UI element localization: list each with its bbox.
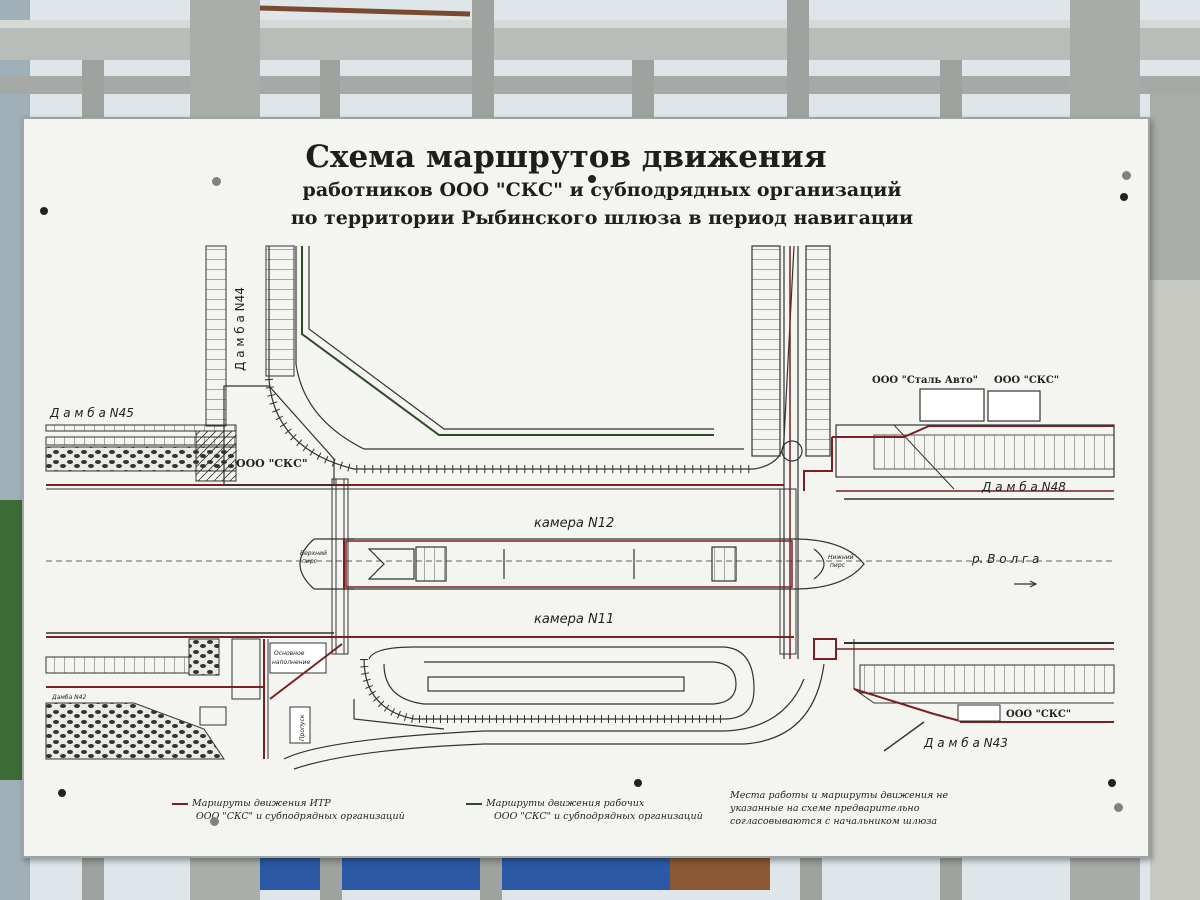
upper-pier-label-2: пирс (302, 558, 318, 565)
dam-44-label: Д а м б а N44 (233, 287, 247, 371)
dam-45-label: Д а м б а N45 (49, 406, 134, 420)
itr-route-swatch (172, 802, 188, 805)
screw-bottom-right-2 (1114, 803, 1123, 812)
legend-workers-line-2: ООО "СКС" и субподрядных организаций (494, 811, 703, 822)
screw-top-left-2 (212, 177, 221, 186)
sign-subtitle-line-2: по территории Рыбинского шлюза в период … (290, 207, 914, 229)
checkpoint-label: Пропуск (299, 714, 306, 741)
screw-bottom-left (58, 789, 66, 797)
legend-note-line-3: согласовываются с начальником шлюза (730, 816, 938, 827)
dam-48 (803, 388, 1115, 500)
dam-42-label: Дамба N42 (51, 694, 86, 701)
lower-pier-label-1: Нижний (828, 554, 854, 561)
legend-workers-line-1: Маршруты движения рабочих (486, 798, 645, 809)
main-filling-label-1: Основное (274, 650, 305, 657)
legend-note-line-1: Места работы и маршруты движения не (730, 790, 949, 801)
chamber-11-label: камера N11 (534, 612, 614, 627)
sign-title: Схема маршрутов движения (305, 139, 827, 175)
river-volga-label: р. В о л г а (971, 552, 1039, 566)
lower-pier-label-2: пирс (830, 562, 846, 569)
legend-itr-line-2: ООО "СКС" и субподрядных организаций (196, 811, 405, 822)
dam-43-label: Д а м б а N43 (923, 736, 1008, 750)
sks-bottom-label: ООО "СКС" (1006, 709, 1071, 720)
vertical-road (751, 245, 831, 659)
screw-bottom-left-2 (210, 817, 219, 826)
screw-top-right-2 (1122, 171, 1131, 180)
dam-45 (45, 424, 784, 490)
screw-bottom-center (634, 779, 642, 787)
lock-chambers (46, 538, 1114, 590)
dam-44 (205, 245, 335, 486)
sign-panel: Схема маршрутов движения работников ООО … (22, 117, 1150, 858)
upper-road (265, 245, 795, 473)
sks-left-label: ООО "СКС" (236, 457, 308, 470)
main-filling-label-2: наполнение (272, 659, 310, 666)
sks-top-label: ООО "СКС" (994, 375, 1059, 386)
screw-top-center (588, 175, 596, 183)
dam-43 (813, 638, 1115, 752)
sign-subtitle-line-1: работников ООО "СКС" и субподрядных орга… (302, 179, 902, 201)
chamber-12-label: камера N12 (534, 516, 614, 531)
legend-itr: Маршруты движения ИТР ООО "СКС" и субпод… (172, 797, 405, 823)
legend-workers: Маршруты движения рабочих ООО "СКС" и су… (466, 797, 703, 823)
legend-itr-line-1: Маршруты движения ИТР (192, 798, 331, 809)
screw-top-left (40, 207, 48, 215)
dam-42 (45, 632, 794, 760)
legend-note: Места работы и маршруты движения не указ… (730, 789, 948, 828)
worker-route-swatch (466, 802, 482, 805)
legend-note-line-2: указанные на схеме предварительно (730, 803, 920, 814)
upper-pier-label-1: Верхний (300, 550, 327, 557)
screw-top-right (1120, 193, 1128, 201)
stal-avto-label: ООО "Сталь Авто" (872, 375, 978, 386)
lock-map: Д а м б а N44 Д а м б а N45 ООО "СКС" ОО… (45, 245, 1115, 770)
screw-bottom-right (1108, 779, 1116, 787)
dam-48-label: Д а м б а N48 (981, 480, 1066, 494)
lower-road (283, 646, 825, 770)
